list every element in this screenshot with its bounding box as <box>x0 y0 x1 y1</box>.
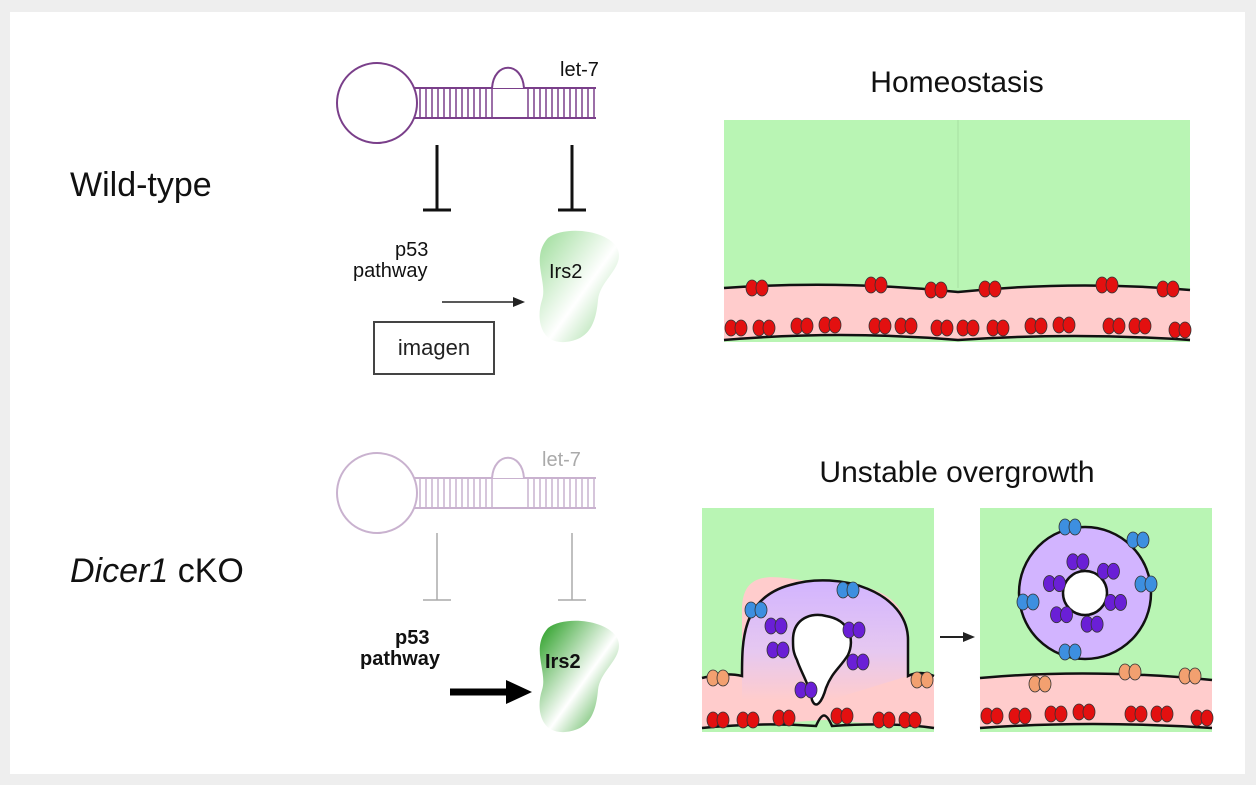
violet-cell <box>1114 594 1127 611</box>
bud-cells <box>706 581 934 729</box>
activation-arrow-top <box>442 297 525 307</box>
red-cell <box>908 711 922 729</box>
blue-cell <box>1026 593 1040 611</box>
p53-line2-bold: pathway <box>360 648 441 670</box>
orange-cell <box>716 669 730 687</box>
homeostasis-red-cells <box>724 276 1192 339</box>
violet-cell <box>852 621 866 639</box>
inhibition-arrows-top <box>423 145 586 212</box>
let7-label-top: let-7 <box>560 59 599 81</box>
p53-line1: p53 <box>395 239 429 261</box>
red-cell <box>828 316 842 334</box>
cyst-panel <box>979 508 1214 732</box>
red-cell <box>878 317 892 335</box>
activation-arrow-bottom <box>450 680 532 704</box>
irs2-label-bottom: Irs2 <box>545 651 581 673</box>
violet-cell <box>856 653 870 671</box>
red-cell <box>1105 276 1119 294</box>
unstable-overgrowth-title: Unstable overgrowth <box>819 456 1095 489</box>
violet-cell <box>1060 606 1073 624</box>
hairpin-bulge <box>491 66 525 89</box>
inhibition-arrows-bottom <box>423 533 586 601</box>
violet-cell <box>1076 553 1090 571</box>
red-cell <box>1160 705 1174 723</box>
hairpin-let7-active <box>336 62 596 144</box>
blue-cell <box>1136 531 1150 549</box>
red-cell <box>904 317 918 335</box>
orange-cell <box>1188 667 1202 685</box>
hairpin-bulge <box>491 456 525 479</box>
homeostasis-panel <box>723 120 1192 342</box>
transition-arrow <box>940 632 975 642</box>
let7-label-bottom: let-7 <box>542 449 581 471</box>
violet-cell <box>1053 575 1066 592</box>
red-cell <box>762 319 776 337</box>
blue-cell <box>754 601 768 619</box>
row-label-wild-type: Wild-type <box>70 166 212 204</box>
violet-cell <box>774 617 788 635</box>
red-cell <box>1082 703 1096 721</box>
blue-cell <box>1068 518 1082 536</box>
violet-cell <box>804 681 818 699</box>
gene-name: Dicer1 <box>70 552 169 590</box>
row-label-dicer1-cko: Dicer1 cKO <box>70 552 244 591</box>
gene-suffix: cKO <box>168 552 244 590</box>
p53-label-top: p53 pathway <box>353 239 429 282</box>
red-cell <box>996 319 1010 337</box>
red-cell <box>934 281 948 299</box>
red-cell <box>1178 321 1192 339</box>
red-cell <box>966 319 980 337</box>
p53-line2: pathway <box>353 260 428 282</box>
hairpin-let7-faded <box>336 452 596 534</box>
irs2-protein-bottom <box>539 620 619 733</box>
red-cell <box>940 319 954 337</box>
orange-cell <box>1128 663 1142 681</box>
red-cell <box>755 279 769 297</box>
red-cell <box>782 709 796 727</box>
blue-cell <box>1068 643 1082 661</box>
red-cell <box>1018 707 1032 725</box>
hairpin-loop <box>336 452 418 534</box>
red-cell <box>882 711 896 729</box>
homeostasis-title: Homeostasis <box>870 66 1044 99</box>
violet-cell <box>1107 562 1120 580</box>
blue-cell <box>846 581 860 599</box>
violet-cell <box>1090 615 1104 633</box>
red-cell <box>1200 709 1214 727</box>
red-cell <box>1054 705 1068 723</box>
red-cell <box>800 317 814 335</box>
red-cell <box>1112 317 1126 335</box>
cyst-cells <box>980 518 1214 727</box>
irs2-protein-top <box>539 230 619 343</box>
irs2-label-top: Irs2 <box>549 261 583 283</box>
red-cell <box>734 319 748 337</box>
red-cell <box>990 707 1004 725</box>
red-cell <box>716 711 730 729</box>
red-cell <box>874 276 888 294</box>
red-cell <box>1166 280 1180 298</box>
violet-cell <box>776 641 790 659</box>
orange-cell <box>1038 675 1052 693</box>
red-cell <box>1134 705 1148 723</box>
red-cell <box>988 280 1002 298</box>
orange-cell <box>920 671 934 689</box>
hairpin-loop <box>336 62 418 144</box>
red-cell <box>1034 317 1048 335</box>
image-placeholder-button[interactable]: imagen <box>373 321 495 375</box>
p53-line1-bold: p53 <box>395 627 430 649</box>
red-cell <box>746 711 760 729</box>
p53-label-bottom: p53 pathway <box>360 627 440 670</box>
bud-panel <box>701 508 935 732</box>
red-cell <box>1062 316 1076 334</box>
blue-cell <box>1144 575 1158 593</box>
red-cell <box>840 707 854 725</box>
red-cell <box>1138 317 1152 335</box>
